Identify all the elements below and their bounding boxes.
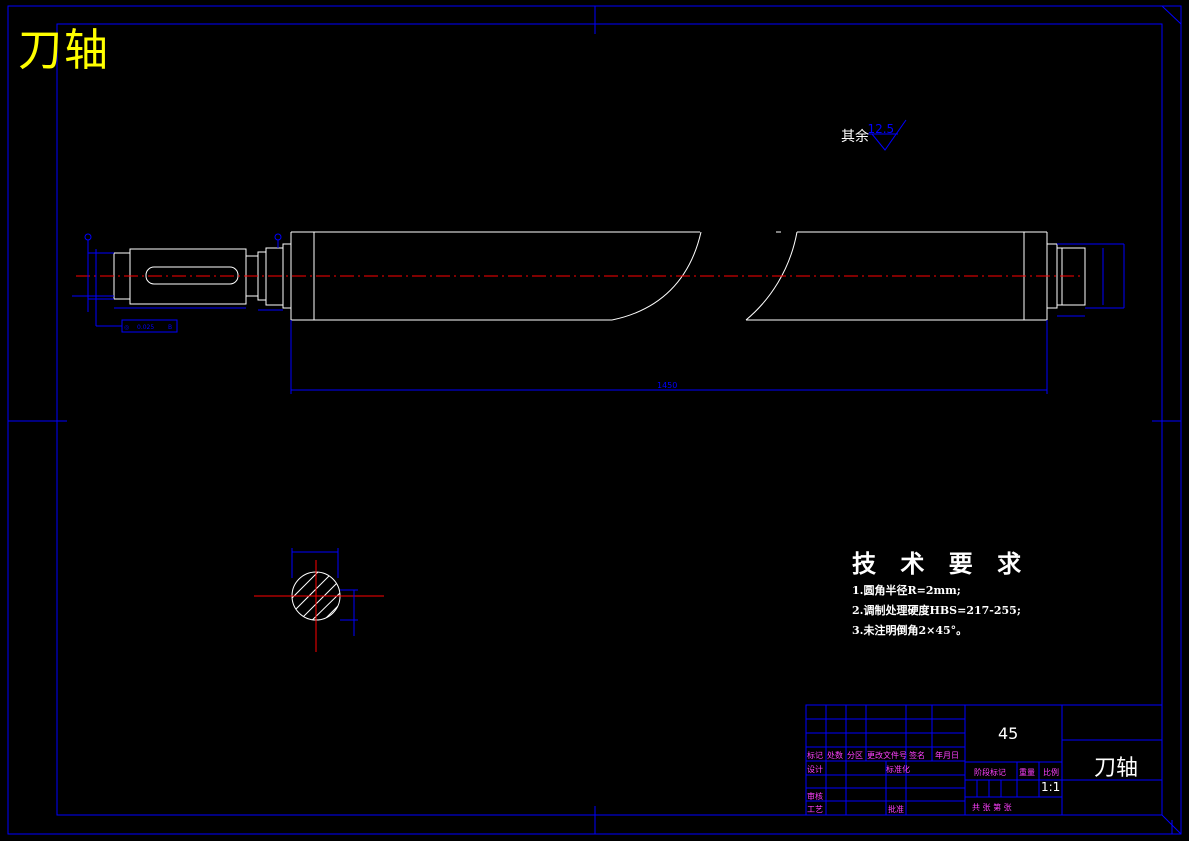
tb-label-count: 处数: [827, 751, 843, 760]
section-view: [254, 548, 384, 652]
tb-label-design: 设计: [807, 765, 823, 774]
tb-label-date: 年月日: [935, 751, 959, 760]
tb-label-sign: 签名: [909, 751, 925, 760]
dimension-lines: [72, 233, 1125, 394]
shaft-main-view: [113, 231, 1086, 321]
dimension-texts: 1450 0.025 ◎ B: [124, 324, 677, 390]
svg-text:◎: ◎: [124, 324, 129, 331]
roughness-value: 12.5: [867, 122, 895, 136]
overall-length-text: 1450: [657, 381, 677, 390]
tech-requirement-1: 1.圆角半径R=2mm;: [852, 584, 961, 597]
svg-text:B: B: [168, 324, 172, 331]
tech-requirements-heading: 技 术 要 求: [852, 550, 1030, 578]
tb-label-weight: 重量: [1019, 768, 1035, 777]
tb-label-stage-mark: 阶段标记: [974, 768, 1006, 777]
tb-label-change-doc: 更改文件号: [867, 751, 907, 760]
tech-requirement-2: 2.调制处理硬度HBS=217-255;: [852, 604, 1021, 617]
title-block: [805, 704, 1163, 816]
roughness-label: 其余 12.5: [841, 122, 900, 146]
tb-label-review: 审核: [807, 792, 823, 801]
runout-text: 0.025: [137, 324, 154, 331]
drawing-title: 刀轴: [18, 25, 110, 76]
material-text: 45: [998, 724, 1019, 743]
roughness-label-text: 其余: [841, 129, 869, 145]
tb-label-approve: 批准: [888, 805, 904, 814]
tech-requirement-3: 3.未注明倒角2×45°。: [852, 624, 968, 637]
drawing-frame: [56, 23, 1163, 816]
tb-label-process: 工艺: [807, 805, 823, 814]
sheet-border: [7, 5, 1182, 835]
tb-label-mark: 标记: [807, 751, 823, 760]
centering-marks: [8, 5, 1182, 835]
tb-label-zone: 分区: [847, 751, 863, 760]
tb-label-standardize: 标准化: [886, 765, 910, 774]
scale-text: 1:1: [1041, 780, 1061, 794]
tb-label-ratio: 比例: [1043, 768, 1059, 777]
tb-label-sheets: 共 张 第 张: [972, 803, 1012, 812]
roughness-symbol: [868, 119, 907, 151]
part-name-text: 刀轴: [1094, 756, 1139, 781]
